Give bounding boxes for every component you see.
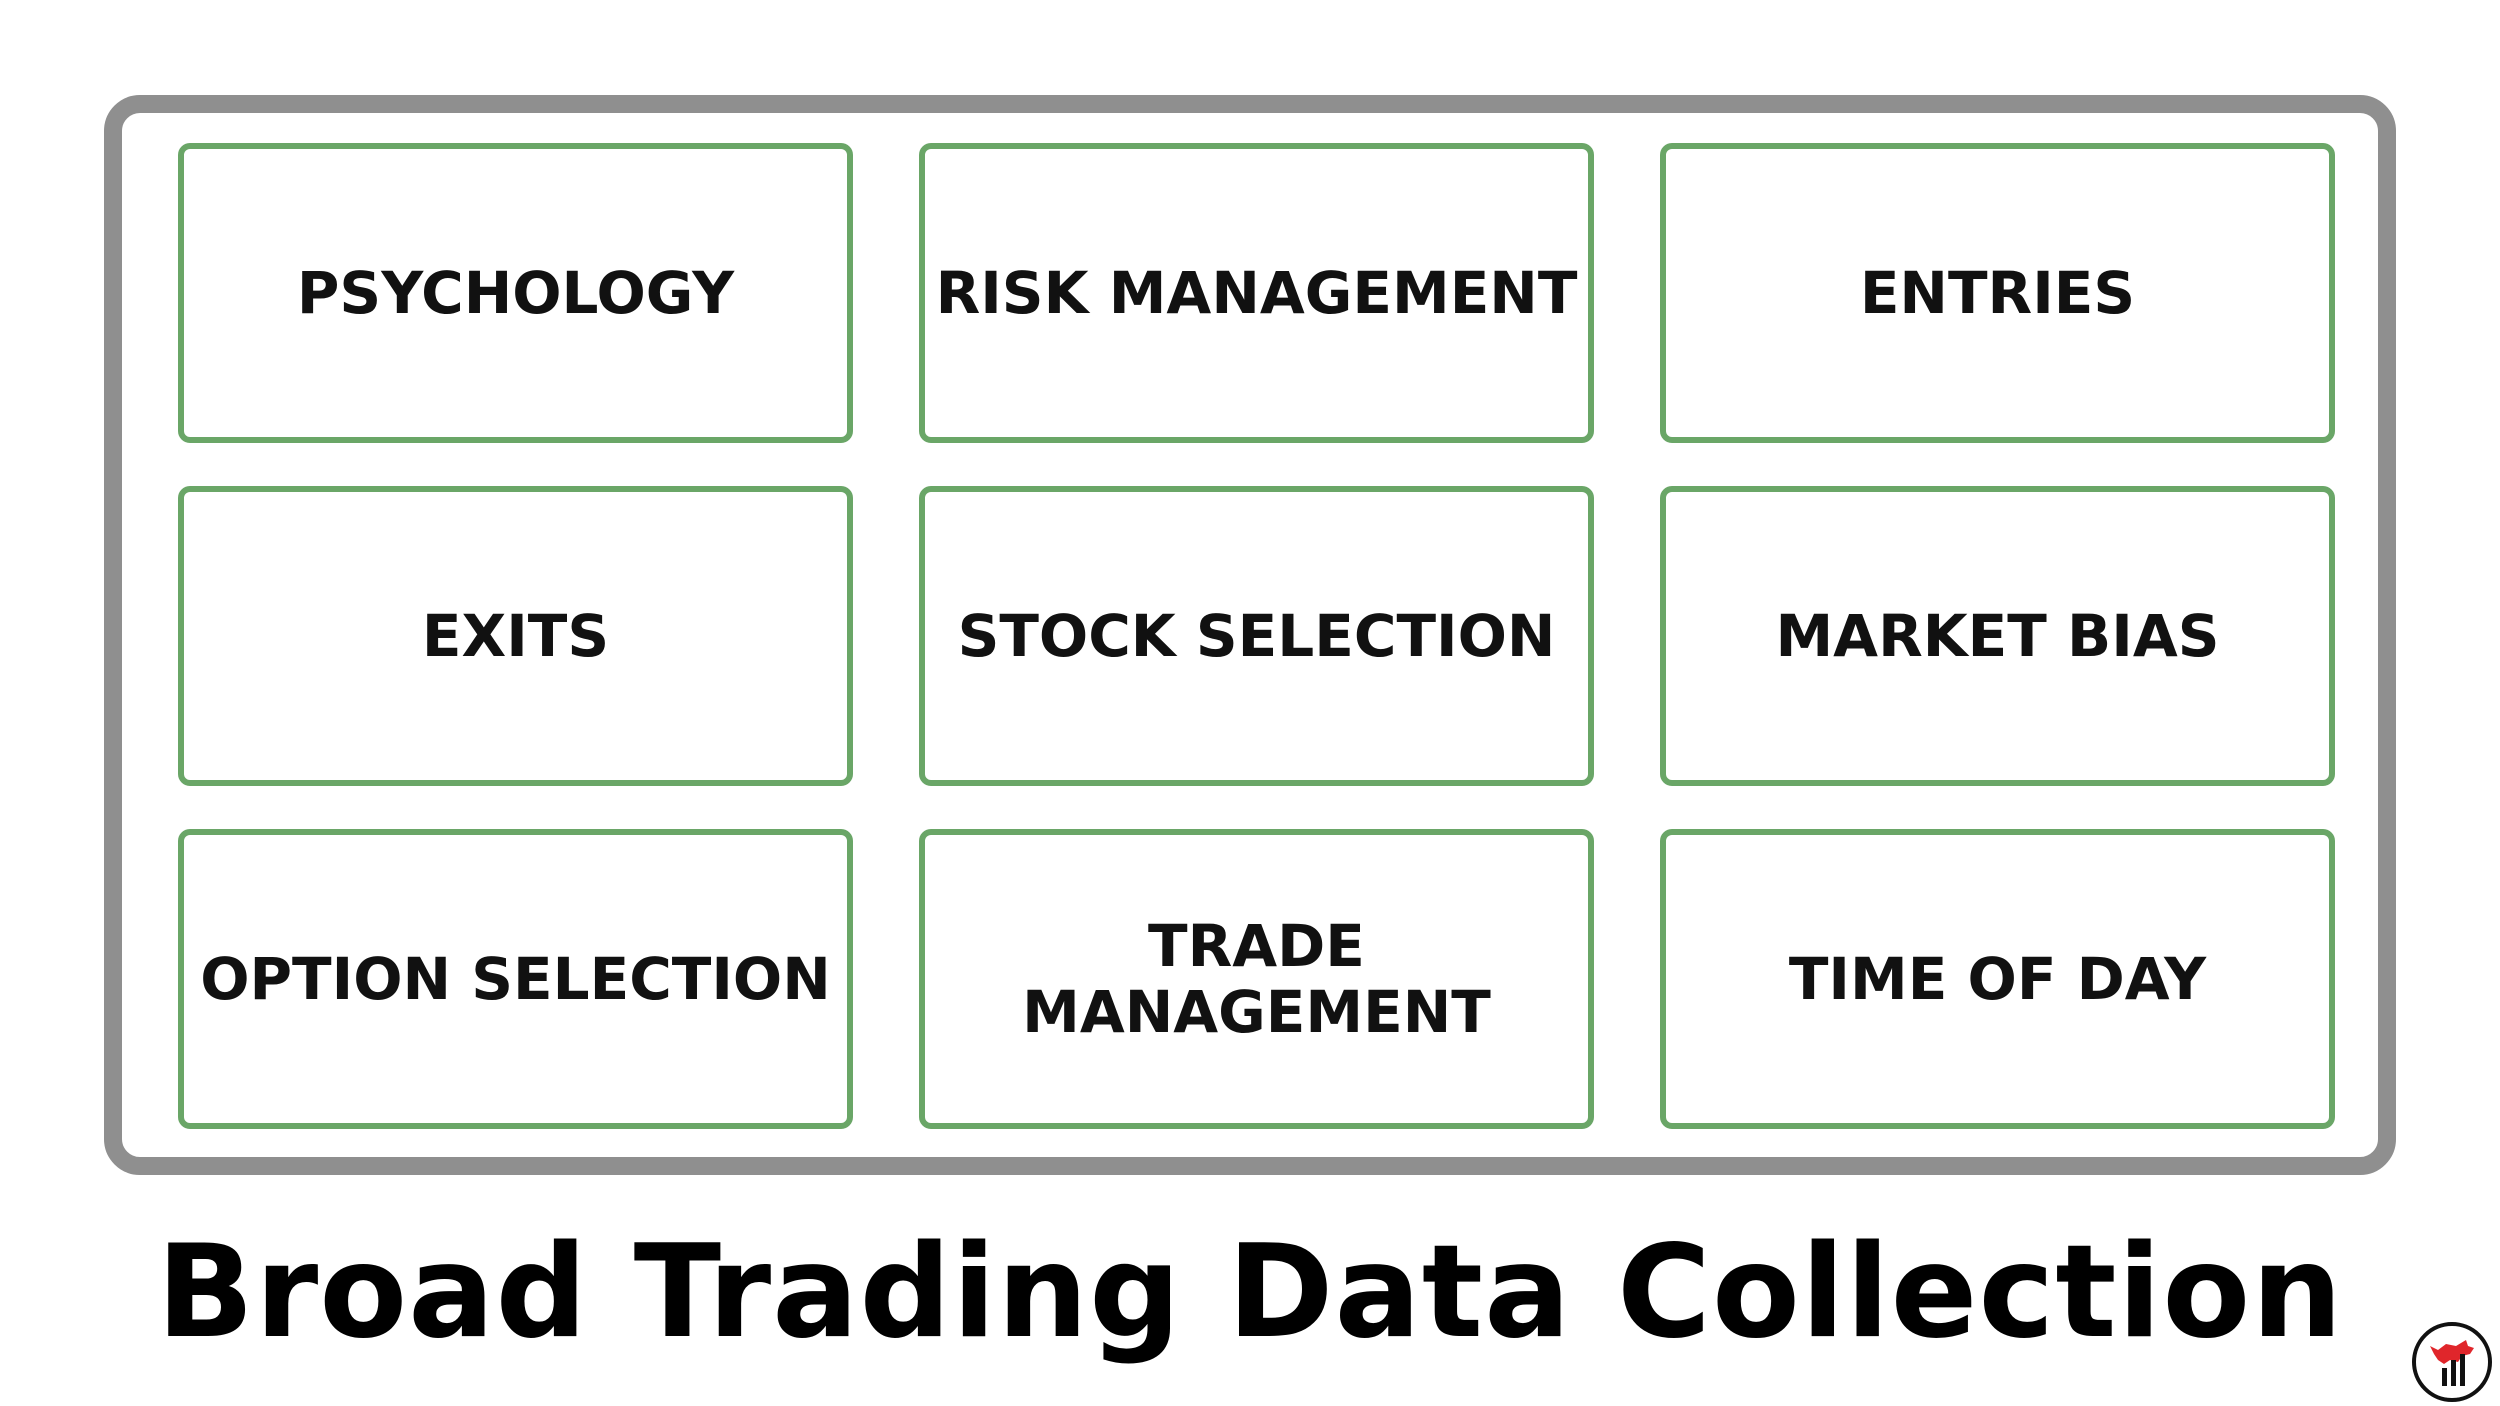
category-label: ENTRIES: [1859, 259, 2136, 327]
category-box-time-of-day: TIME OF DAY: [1660, 829, 2335, 1129]
category-label: MARKET BIAS: [1775, 602, 2220, 670]
category-box-market-bias: MARKET BIAS: [1660, 486, 2335, 786]
chart-bar: [2460, 1354, 2465, 1386]
logo-graphic: [2430, 1340, 2474, 1386]
category-label: RISK MANAGEMENT: [935, 259, 1578, 327]
category-box-psychology: PSYCHOLOGY: [178, 143, 853, 443]
category-box-risk-management: RISK MANAGEMENT: [919, 143, 1594, 443]
category-label: STOCK SELECTION: [957, 602, 1556, 670]
chart-bar: [2451, 1360, 2456, 1386]
category-label: OPTION SELECTION: [200, 945, 831, 1013]
diagram-title: Broad Trading Data Collection: [156, 1218, 2344, 1367]
category-label: EXITS: [421, 602, 610, 670]
category-grid: PSYCHOLOGY RISK MANAGEMENT ENTRIES EXITS…: [178, 143, 2336, 1130]
category-label: TRADE MANAGEMENT: [1022, 912, 1491, 1046]
chart-bar: [2442, 1368, 2447, 1386]
category-label: TIME OF DAY: [1788, 945, 2207, 1013]
category-box-exits: EXITS: [178, 486, 853, 786]
bull-chart-logo-icon: [2412, 1322, 2492, 1402]
category-box-entries: ENTRIES: [1660, 143, 2335, 443]
bull-shape: [2430, 1340, 2474, 1364]
category-box-stock-selection: STOCK SELECTION: [919, 486, 1594, 786]
category-box-trade-management: TRADE MANAGEMENT: [919, 829, 1594, 1129]
category-box-option-selection: OPTION SELECTION: [178, 829, 853, 1129]
category-label: PSYCHOLOGY: [296, 259, 735, 327]
